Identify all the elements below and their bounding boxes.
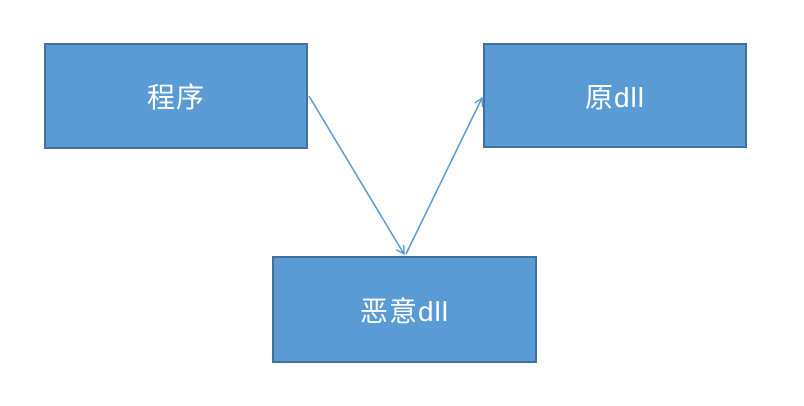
arrow-program-to-malicious-dll [308,95,404,254]
node-program-label: 程序 [146,82,205,113]
node-malicious-dll-label: 恶意dll [359,295,449,327]
node-program: 程序 [44,43,308,149]
node-original-dll: 原dll [483,43,747,148]
arrow-malicious-dll-to-original-dll [405,98,482,255]
node-original-dll-label: 原dll [584,81,645,113]
node-malicious-dll: 恶意dll [272,256,537,363]
